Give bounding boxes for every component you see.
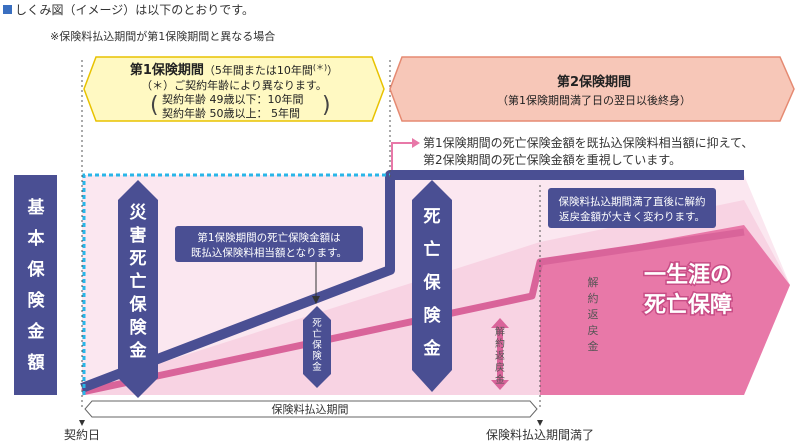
disaster-death-label: 災害死亡保険金	[129, 203, 148, 361]
header-bullet-icon	[3, 5, 12, 14]
callout-top-arrow	[391, 142, 412, 170]
header-caption: しくみ図（イメージ）は以下のとおりです。	[15, 3, 254, 17]
period1-bracket-close: )	[322, 93, 331, 118]
callout-top-line1: 第1保険期間の死亡保険金額を既払込保険料相当額に抑えて、	[423, 135, 753, 150]
small-surrender-label: 解約返戻金	[495, 325, 505, 386]
period2-detail: （第1保険期間満了日の翌日以後終身）	[497, 93, 691, 107]
big-surrender-arrow	[582, 258, 604, 392]
period1-detail: （＊）ご契約年齢により異なります。	[141, 78, 327, 92]
callout-mid-arrowhead-icon	[312, 296, 320, 304]
period1-row2: 契約年齢 50歳以上： 5年間	[162, 106, 300, 120]
callout-mid-box	[175, 226, 363, 262]
period1-title-note: （5年間または10年間	[204, 63, 313, 77]
period1-title-note-mark: (＊)	[313, 63, 327, 72]
base-amount-label: 基本保険金額	[27, 197, 46, 373]
callout-mid-line1: 第1保険期間の死亡保険金額は	[197, 231, 340, 244]
small-surrender-arrow	[491, 318, 509, 390]
premium-end-label: 保険料払込期間満了	[486, 428, 594, 442]
lifetime-area	[540, 225, 790, 395]
callout-mid-line2: 既払込保険料相当額となります。	[191, 246, 347, 259]
disaster-death-arrow	[118, 180, 158, 398]
period2-title: 第2保険期間	[557, 74, 631, 90]
period1-title-note-close: ）	[327, 64, 338, 77]
premium-end-triangle-icon	[537, 420, 543, 426]
contract-date-label: 契約日	[64, 427, 100, 442]
base-amount-dotted-line	[82, 173, 390, 395]
period1-box	[83, 56, 385, 122]
contract-date-triangle-icon	[79, 420, 85, 426]
period1-bracket-open: (	[150, 93, 159, 118]
small-death-label: 死亡保険金	[312, 318, 322, 373]
period2-box	[389, 56, 795, 122]
callout-right-line2: 返戻金額が大きく変わります。	[559, 210, 705, 223]
callout-top-line2: 第2保険期間の死亡保険金額を重視しています。	[423, 152, 681, 167]
big-death-arrow	[412, 180, 452, 392]
death-benefit-line	[80, 170, 744, 393]
small-death-arrow	[303, 306, 331, 388]
premium-period-label: 保険料払込期間	[272, 402, 349, 416]
callout-top-arrowhead-icon	[412, 138, 420, 148]
lifetime-line2: 死亡保障	[644, 292, 732, 318]
period1-row1: 契約年齢 49歳以下：10年間	[162, 92, 304, 106]
callout-right-box	[548, 188, 716, 228]
premium-period-bar	[84, 400, 538, 418]
base-amount-box	[14, 175, 57, 395]
period1-title: 第1保険期間	[130, 62, 204, 78]
callout-right-line1: 保険料払込期間満了直後に解約	[559, 195, 706, 208]
lifetime-line1: 一生涯の	[644, 263, 732, 288]
big-surrender-label: 解約返戻金	[588, 275, 599, 353]
big-death-label: 死亡保険金	[423, 207, 442, 359]
header-note: ※保険料払込期間が第1保険期間と異なる場合	[50, 29, 275, 43]
period1-title-line: 第1保険期間（5年間または10年間(＊)）	[130, 62, 338, 78]
